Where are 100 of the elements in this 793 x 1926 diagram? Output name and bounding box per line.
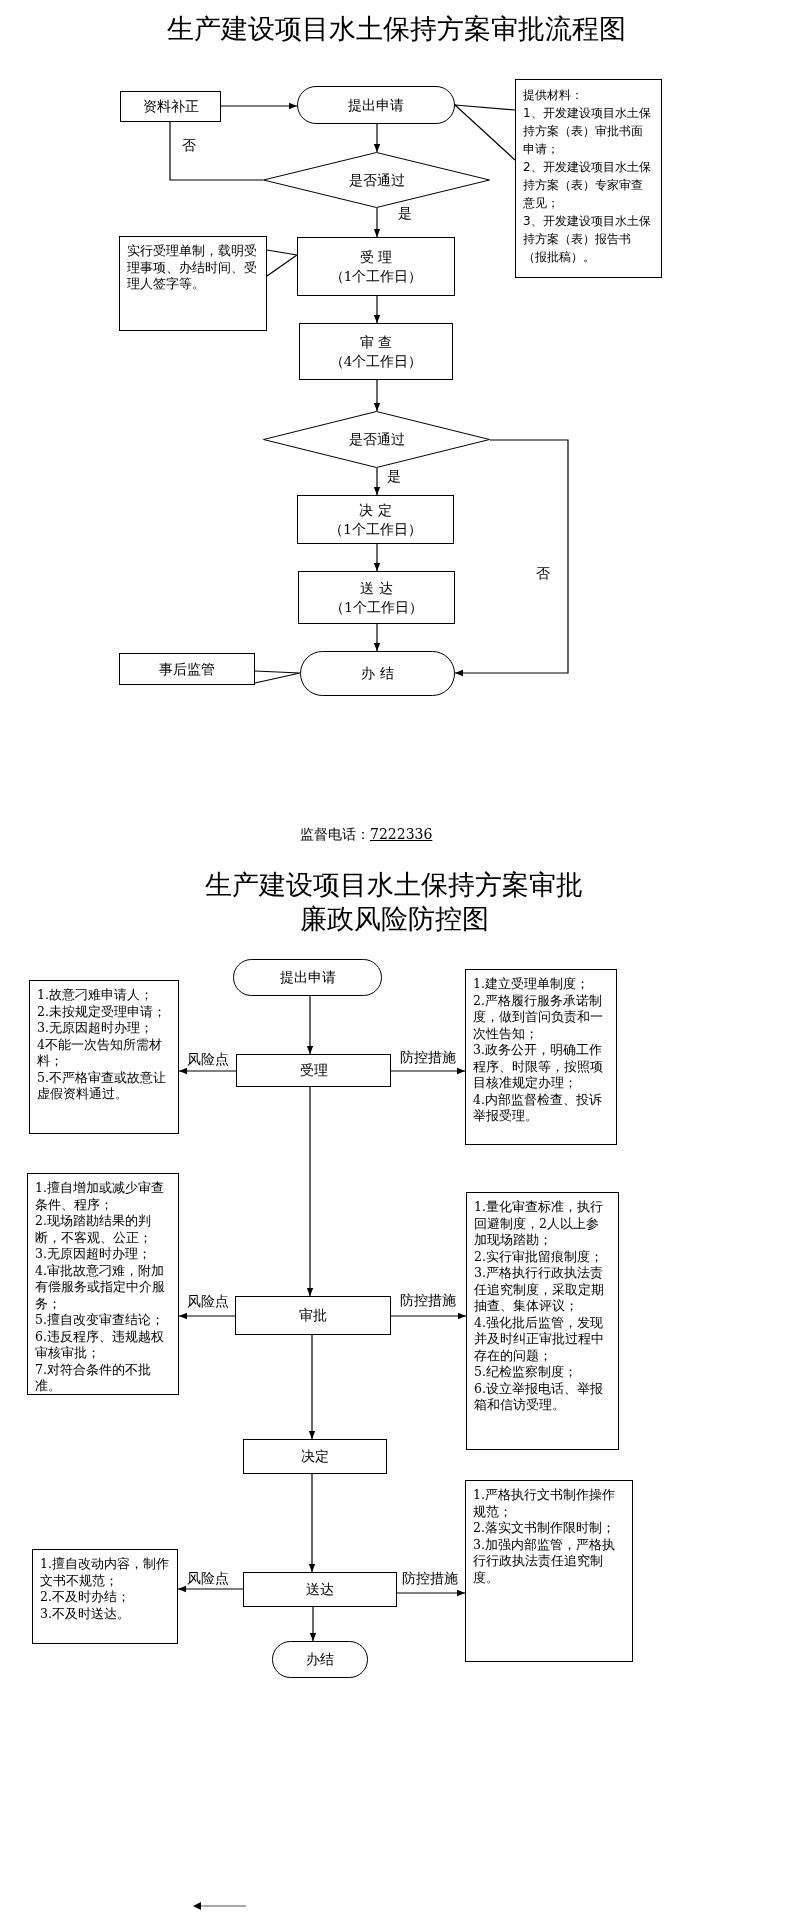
note-box (515, 79, 662, 278)
note-text: 2.严格履行服务承诺制度，做到首问负责和一次性告知； (473, 992, 604, 1042)
step-label: 提出申请 (347, 95, 405, 115)
note-text: 3.无原因超时办理； (35, 1246, 152, 1263)
step-label: （1个工作日） (328, 266, 424, 286)
callout-pointer (454, 104, 516, 161)
note-text: 2.不及时办结； (40, 1589, 131, 1606)
process-box (243, 1572, 397, 1607)
note-text: 4.审批故意刁难，附加有偿服务或指定中介服务； (35, 1262, 166, 1312)
step-label: 决定 (300, 1447, 330, 1466)
terminal-box (272, 1641, 368, 1678)
note-text: 1.擅自改动内容，制作文书不规范； (40, 1556, 170, 1589)
note-text: 5.不严格审查或故意让虚假资料通过。 (37, 1069, 167, 1103)
step-label: 事后监管 (158, 659, 216, 679)
step-label: 受理 (298, 1061, 329, 1080)
step-label: 受 理 (358, 247, 394, 267)
terminal-box (300, 651, 455, 696)
note-text: 7.对符合条件的不批准。 (35, 1361, 152, 1395)
edge-label: 风险点 (186, 1051, 230, 1067)
note-text: 1.故意刁难申请人； (37, 987, 154, 1004)
note-text: 6.违反程序、违规越权审核审批； (35, 1328, 165, 1362)
step-label: （4个工作日） (328, 351, 424, 371)
callout-pointer (266, 249, 298, 277)
step-label: 决 定 (358, 500, 393, 520)
note-text: 1.量化审查标准，执行回避制度，2人以上参加现场踏勘； (474, 1199, 604, 1249)
connector-line (169, 121, 264, 181)
decision-label: 是否通过 (347, 430, 406, 449)
phone-number: 7222336 (370, 826, 433, 842)
process-box (243, 1439, 387, 1474)
arrow (306, 995, 314, 1055)
decision-label: 是否通过 (347, 170, 406, 190)
step-label: 办结 (305, 1650, 335, 1669)
step-label: 审 查 (358, 332, 394, 352)
note-box (32, 1549, 178, 1644)
step-label: 审批 (298, 1306, 328, 1325)
step-label: 送达 (305, 1580, 335, 1599)
note-box (27, 1173, 179, 1395)
note-text: 1.建立受理单制度； (473, 976, 590, 993)
edge-label: 防控措施 (399, 1049, 457, 1065)
note-text: 5.擅自改变审查结论； (35, 1312, 165, 1329)
terminal-box (297, 86, 455, 124)
note-text: 1、开发建设项目水土保持方案（表）审批书面申请； (523, 105, 652, 158)
edge-label: 是 (397, 205, 413, 221)
arrow (454, 439, 569, 677)
arrow (373, 379, 381, 412)
note-text: 4不能一次告知所需材料； (37, 1036, 163, 1070)
process-box (299, 323, 453, 380)
arrow (396, 1589, 466, 1597)
note-box (465, 1480, 633, 1662)
section-heading: 生产建设项目水土保持方案审批廉政风险防控图 (204, 868, 584, 936)
arrow (373, 623, 381, 652)
note-text: 2.未按规定受理申请； (37, 1003, 167, 1020)
edge-label: 是 (386, 468, 402, 484)
note-text: 实行受理单制，载明受理事项、办结时间、受理人签字等。 (127, 243, 258, 293)
note-text: 5.纪检监察制度； (474, 1364, 578, 1381)
note-text: 1.擅自增加或减少审查条件、程序； (35, 1180, 165, 1213)
note-text: 2.实行审批留痕制度； (474, 1248, 604, 1265)
arrow (373, 543, 381, 572)
arrow (390, 1312, 467, 1320)
edge-label: 防控措施 (401, 1570, 459, 1586)
hotline-label: 监督电话： (300, 826, 370, 844)
note-text: 3.加强内部监管，严格执行行政执法责任追究制度。 (473, 1536, 616, 1586)
step-label: （1个工作日） (329, 597, 424, 617)
arrow (308, 1473, 316, 1573)
note-text: 3、开发建设项目水土保持方案（表）报告书（报批稿）。 (523, 213, 652, 266)
process-box (297, 495, 454, 544)
callout-pointer (254, 670, 301, 684)
step-label: 办 结 (360, 664, 395, 683)
arrow (220, 102, 298, 110)
arrow (306, 1086, 314, 1297)
arrow (308, 1334, 316, 1440)
note-text: 1.严格执行文书制作操作规范； (473, 1487, 616, 1520)
diagram-title: 生产建设项目水土保持方案审批流程图 (166, 12, 627, 46)
note-text: 4.内部监督检查、投诉举报受理。 (473, 1091, 603, 1125)
note-text: 3.不及时送达。 (40, 1605, 131, 1622)
note-text: 2.现场踏勘结果的判断，不客观、公正； (35, 1213, 153, 1246)
step-label: 送 达 (359, 578, 394, 598)
arrow (390, 1067, 466, 1075)
edge-label: 否 (535, 565, 551, 581)
note-box (465, 969, 617, 1145)
step-label: 资料补正 (141, 97, 200, 116)
arrow (373, 123, 381, 153)
note-text: 2、开发建设项目水土保持方案（表）专家审查意见； (523, 159, 652, 212)
arrow (373, 295, 381, 324)
note-text: 3.政务公开，明确工作程序、时限等，按照项目核准规定办理； (473, 1042, 604, 1092)
process-box (119, 653, 255, 685)
arrow (178, 1312, 236, 1320)
edge-label: 防控措施 (399, 1292, 457, 1308)
process-box (235, 1296, 391, 1335)
step-label: 提出申请 (278, 968, 337, 987)
note-text: 2.落实文书制作限时制； (473, 1520, 616, 1537)
note-text: 3.无原因超时办理； (37, 1020, 154, 1037)
edge-label: 风险点 (186, 1293, 230, 1309)
arrow (373, 467, 381, 496)
arrow (373, 207, 381, 238)
process-box (236, 1054, 391, 1087)
process-box (297, 237, 455, 296)
process-box (120, 91, 221, 122)
note-text: 4.强化批后监管，发现并及时纠正审批过程中存在的问题； (474, 1314, 605, 1364)
note-box (466, 1192, 619, 1450)
